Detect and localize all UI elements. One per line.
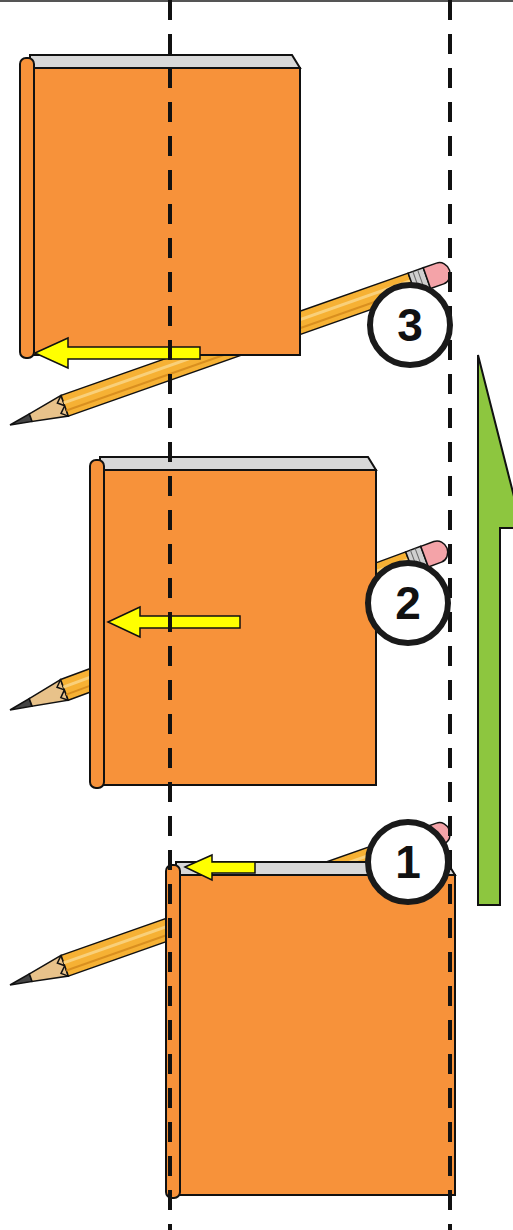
- callout-number: 3: [397, 302, 423, 348]
- force-arrow: [185, 855, 255, 880]
- force-arrow: [108, 607, 240, 637]
- callout-circle: 2: [365, 560, 451, 646]
- callout-number: 2: [395, 580, 421, 626]
- book: [20, 55, 300, 358]
- callout-circle: 1: [365, 819, 451, 905]
- top-rule: [0, 0, 513, 2]
- reference-line: [168, 0, 172, 1230]
- callout-circle: 3: [367, 282, 453, 368]
- callout-number: 1: [395, 839, 421, 885]
- circle-outline: [370, 285, 450, 365]
- circle-outline: [368, 822, 448, 902]
- force-arrow: [35, 338, 200, 368]
- sequence-arrow: [478, 355, 513, 905]
- book: [166, 862, 455, 1198]
- circle-outline: [368, 563, 448, 643]
- book: [90, 457, 376, 788]
